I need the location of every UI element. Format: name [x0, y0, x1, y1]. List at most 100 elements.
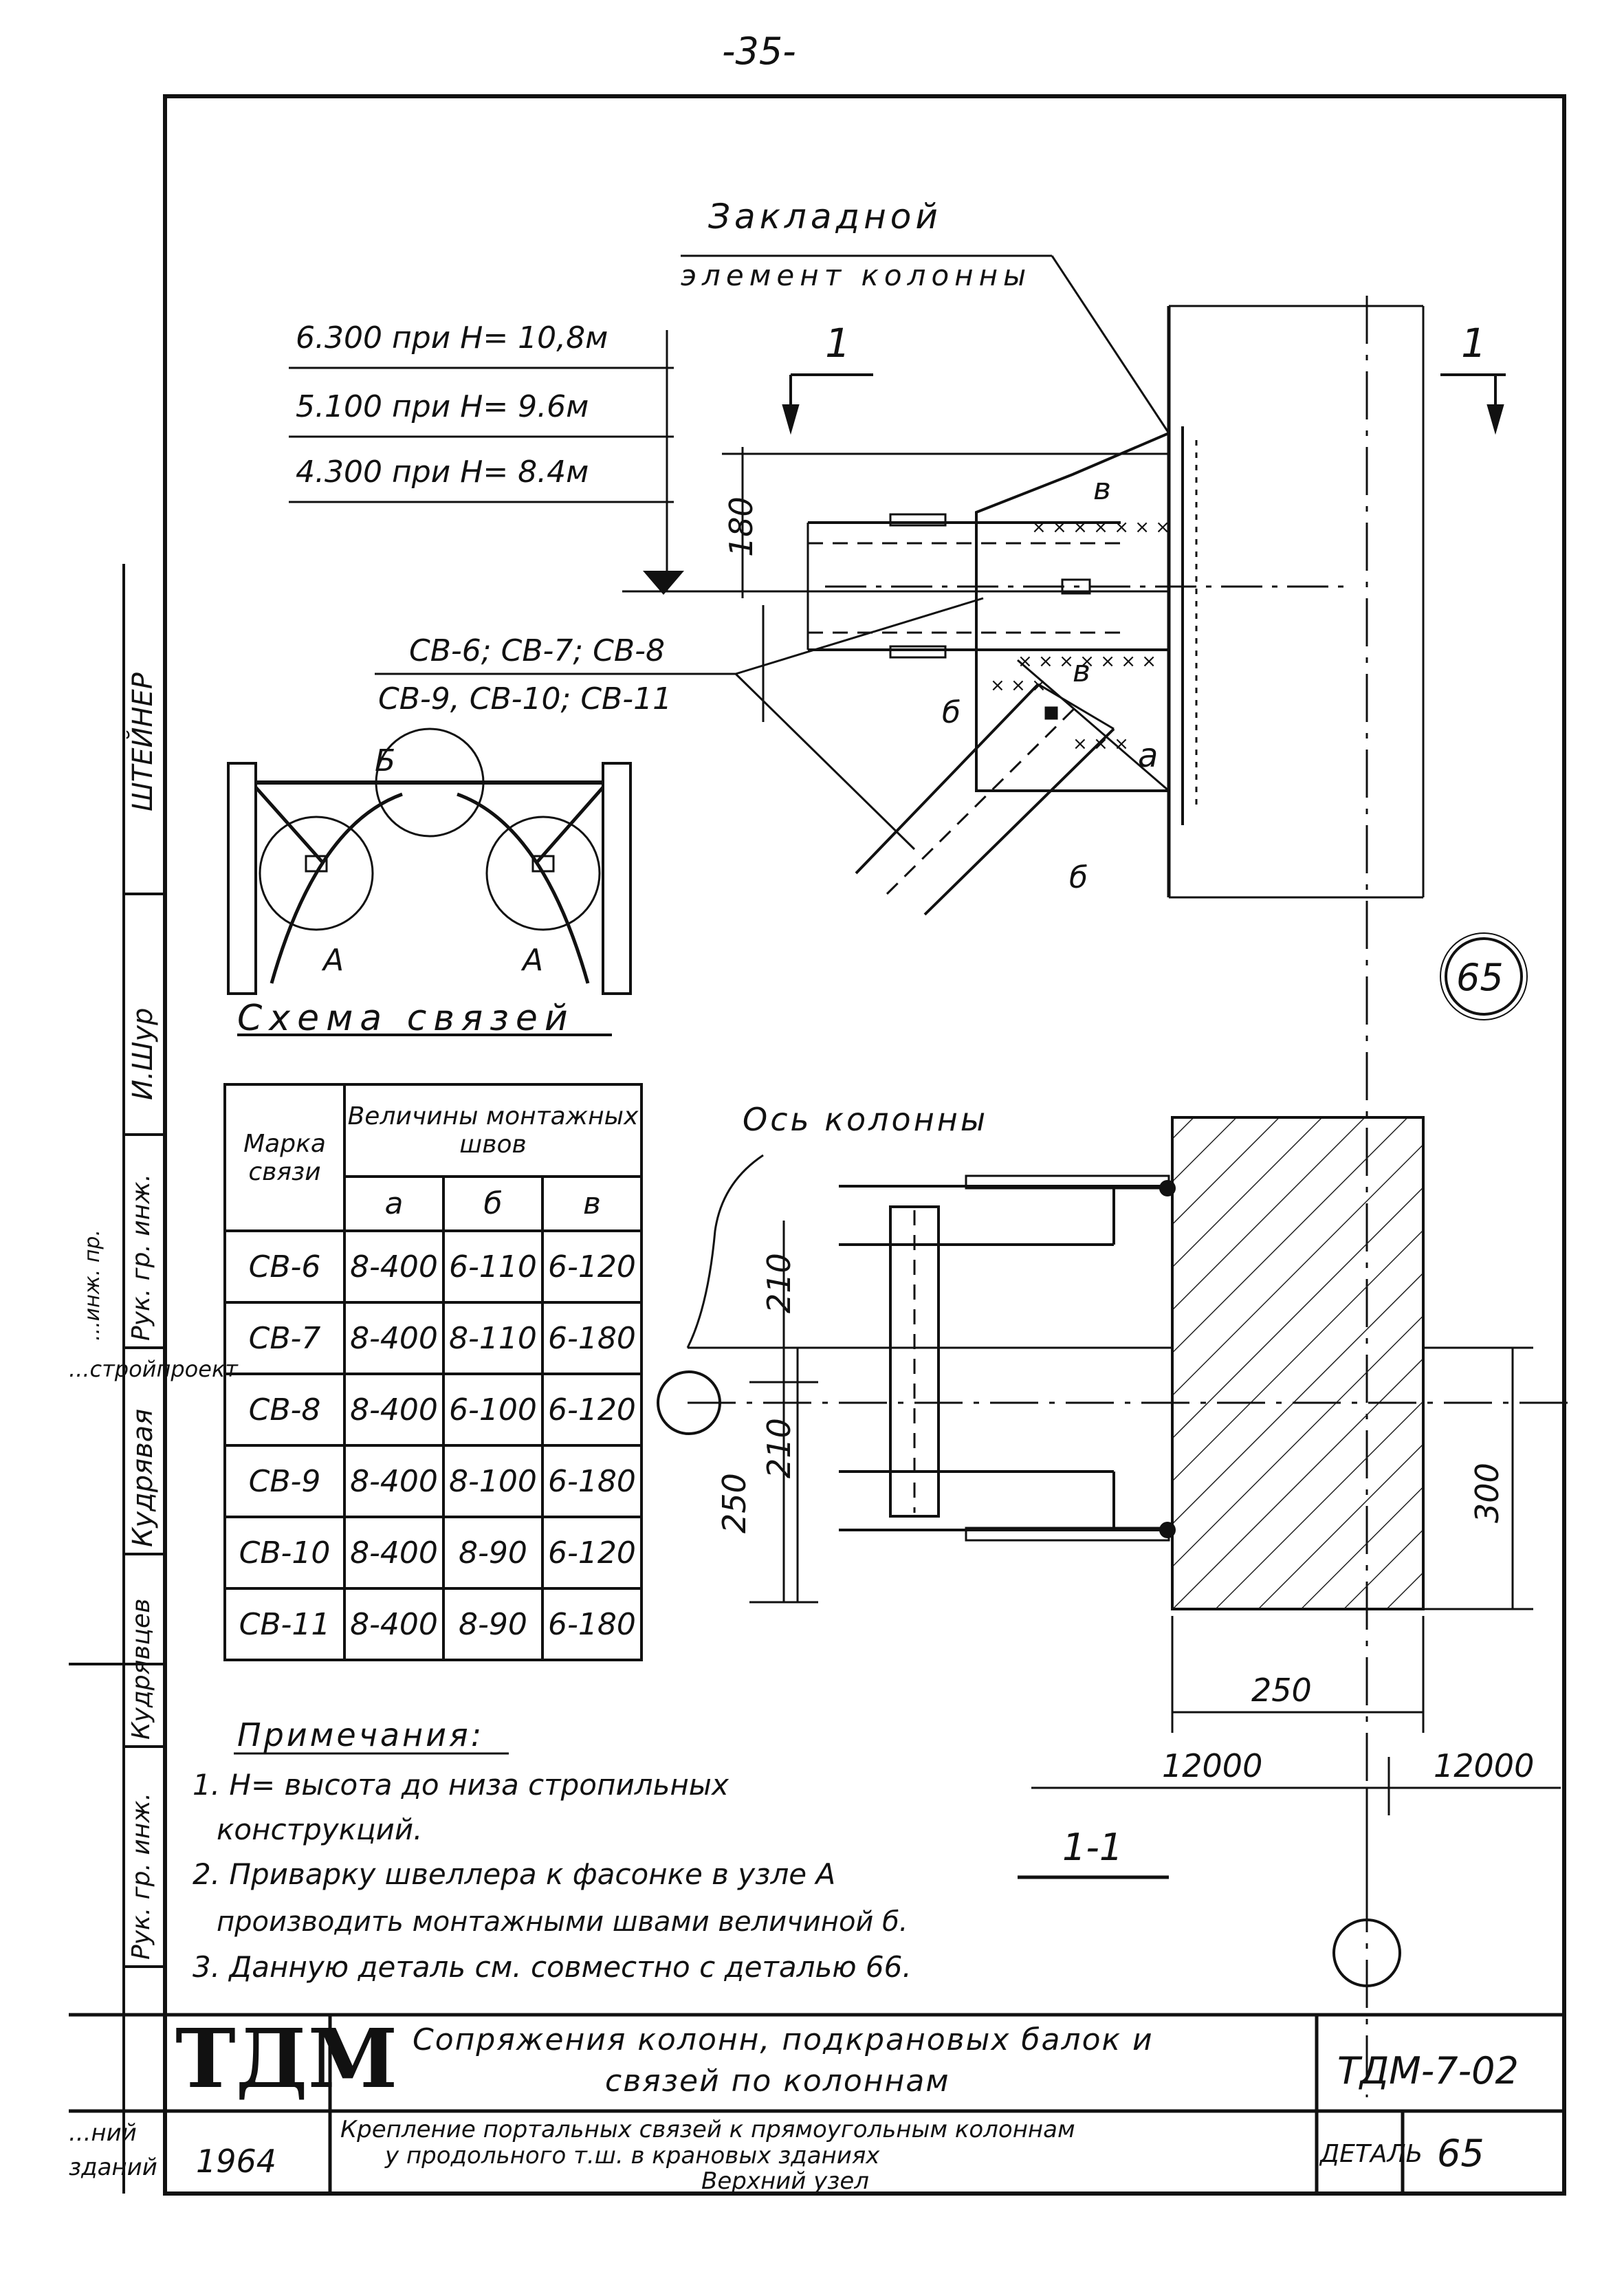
- row-mark: СВ-10: [223, 1516, 346, 1590]
- section-axes: [686, 1154, 1568, 1918]
- svg-text:× × × × × × ×: × × × × × × ×: [1031, 517, 1170, 538]
- page-number: -35-: [722, 30, 796, 73]
- svg-text:× × × × × × ×: × × × × × × ×: [1018, 651, 1156, 672]
- weld-letter-a: а: [1138, 736, 1159, 775]
- dim-250-vertical: 250: [716, 1473, 753, 1533]
- drawing-code: ТДМ-7-02: [1337, 2049, 1519, 2092]
- stamp-role-3: ...инж. пр.: [80, 1229, 105, 1341]
- row-b: 6-100: [441, 1373, 544, 1447]
- notes-title: Примечания:: [237, 1716, 485, 1753]
- dim-210-bottom: 210: [760, 1418, 798, 1478]
- scheme-label-a-right: А: [523, 943, 544, 978]
- col-header-mark: Марка связи: [223, 1083, 346, 1232]
- row-v: 6-180: [540, 1301, 644, 1375]
- table-row: СВ-10 8-400 8-90 6-120: [223, 1516, 644, 1590]
- stamp-signature-1: И.Шур: [127, 1007, 159, 1100]
- row-v: 6-180: [540, 1444, 644, 1518]
- column-axis-label: Ось колонны: [743, 1101, 989, 1138]
- row-v: 6-120: [540, 1373, 644, 1447]
- side-stamp-grid: [69, 564, 166, 2194]
- stamp-name-steiner: ШТЕЙНЕР: [127, 673, 159, 811]
- row-b: 8-110: [441, 1301, 544, 1375]
- title-year: 1964: [196, 2143, 277, 2180]
- title-block-grid: [69, 2013, 1564, 2194]
- row-a: 8-400: [343, 1444, 445, 1518]
- section-mark-right: 1: [1461, 320, 1486, 367]
- detail-label: ДЕТАЛЬ: [1320, 2140, 1423, 2168]
- subtitle-line-2: у продольного т.ш. в крановых зданиях: [385, 2142, 880, 2169]
- dim-250-horizontal: 250: [1251, 1672, 1312, 1709]
- weld-letter-v-top: в: [1093, 472, 1111, 507]
- sub-header-b: б: [441, 1175, 544, 1232]
- row-a: 8-400: [343, 1301, 445, 1375]
- weld-letter-b-left: б: [942, 695, 961, 730]
- stamp-role-1: Рук. гр. инж.: [127, 1173, 155, 1341]
- row-b: 8-90: [441, 1516, 544, 1590]
- brace-marks-line2: СВ-9, СВ-10; СВ-11: [378, 681, 672, 717]
- section-cut-marks: [782, 373, 1506, 435]
- row-mark: СВ-11: [223, 1587, 346, 1661]
- embedded-element-title: Закладной: [708, 197, 942, 237]
- row-a: 8-400: [343, 1587, 445, 1661]
- row-mark: СВ-8: [223, 1373, 346, 1447]
- diagonal-brace-channel: [855, 659, 1170, 916]
- stamp-ending: ...ний: [69, 2119, 137, 2147]
- dim-12000-right: 12000: [1434, 1747, 1535, 1784]
- row-a: 8-400: [343, 1229, 445, 1304]
- stamp-org: ...стройпроект: [69, 1356, 238, 1382]
- weld-dot-top: [1159, 1180, 1176, 1196]
- weld-marks: × × × × × × × × × × × × × × × × × × × ×: [990, 517, 1170, 754]
- row-mark: СВ-9: [223, 1444, 346, 1518]
- weld-sizes-table: Марка связи Величины монтажных швов а б …: [223, 1083, 644, 1661]
- note-2a: 2. Приварку швеллера к фасонке в узле А: [193, 1857, 836, 1891]
- brace-marks-line1: СВ-6; СВ-7; СВ-8: [409, 633, 665, 668]
- section-title: 1-1: [1062, 1826, 1123, 1869]
- table-row: СВ-6 8-400 6-110 6-120: [223, 1229, 644, 1304]
- axis-bubble-left: [657, 1370, 721, 1435]
- row-v: 6-180: [540, 1587, 644, 1661]
- weld-dot-bottom: [1159, 1522, 1176, 1538]
- weld-letter-b-bottom: б: [1069, 860, 1088, 895]
- section-channel: [839, 1174, 1170, 1542]
- detail-marker-label: 65: [1456, 956, 1504, 999]
- col-header-group: Величины монтажных швов: [343, 1083, 643, 1178]
- dim-210-top: 210: [760, 1253, 798, 1313]
- stamp-name-kudryavaya: Кудрявая: [127, 1408, 159, 1547]
- title-line-1: Сопряжения колонн, подкрановых балок и: [413, 2022, 1154, 2057]
- row-a: 8-400: [343, 1373, 445, 1447]
- note-1a: 1. H= высота до низа стропильных: [193, 1768, 729, 1802]
- table-row: СВ-8 8-400 6-100 6-120: [223, 1373, 644, 1447]
- sub-header-v: в: [540, 1175, 644, 1232]
- row-v: 6-120: [540, 1229, 644, 1304]
- stamp-buildings: зданий: [69, 2154, 157, 2181]
- horizontal-brace-channel: [806, 513, 1348, 659]
- row-b: 6-110: [441, 1229, 544, 1304]
- note-2b: производить монтажными швами величиной б…: [217, 1906, 908, 1938]
- detail-number: 65: [1437, 2132, 1484, 2175]
- row-mark: СВ-7: [223, 1301, 346, 1375]
- table-row: СВ-11 8-400 8-90 6-180: [223, 1587, 644, 1661]
- elevation-3: 4.300 при H= 8.4м: [296, 455, 589, 490]
- dim-12000-left: 12000: [1162, 1747, 1263, 1784]
- scheme-label-b: Б: [375, 743, 396, 778]
- elevation-2: 5.100 при H= 9.6м: [296, 389, 589, 424]
- row-b: 8-90: [441, 1587, 544, 1661]
- axis-bubble-bottom: [1332, 1918, 1401, 1987]
- org-logo: ТДМ: [175, 2011, 398, 2106]
- svg-text:× × ×: × × ×: [990, 675, 1046, 696]
- stamp-signature-2: Кудрявцев: [127, 1598, 155, 1740]
- embed-leader: [681, 254, 1170, 434]
- title-line-2: связей по колоннам: [605, 2064, 950, 2099]
- dim-300: 300: [1469, 1463, 1506, 1523]
- sub-header-a: а: [343, 1175, 445, 1232]
- note-1b: конструкций.: [217, 1813, 423, 1846]
- detail-marker-outer: [1440, 932, 1528, 1020]
- note-3: 3. Данную деталь см. совместно с деталью…: [193, 1950, 912, 1984]
- scheme-label-a-left: А: [323, 943, 344, 978]
- bracing-scheme: [227, 728, 632, 1036]
- subtitle-line-3: Верхний узел: [701, 2167, 870, 2195]
- column-section-hatch: [1171, 1116, 1425, 1610]
- elevation-leaders: [289, 330, 1169, 722]
- elevation-1: 6.300 при H= 10,8м: [296, 320, 608, 356]
